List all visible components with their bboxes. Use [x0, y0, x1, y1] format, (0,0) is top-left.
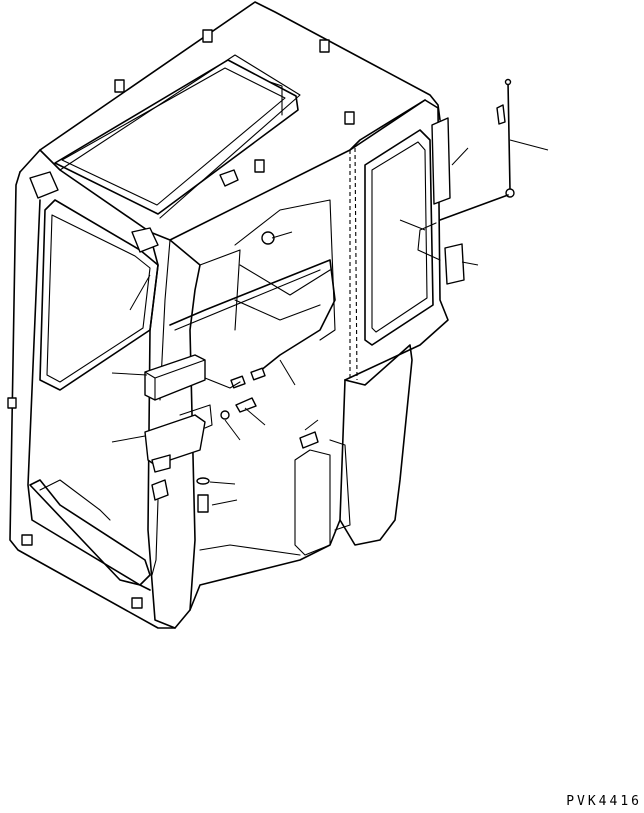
antenna: [417, 78, 515, 261]
callout-leaders: [111, 139, 549, 506]
wiring-harness: [144, 259, 336, 401]
door-items: [7, 117, 465, 609]
drawing-code: PVK4416: [566, 794, 642, 809]
bracket-hardware: [144, 397, 257, 576]
roof-studs: [29, 29, 355, 253]
cab-frame: [9, 1, 449, 629]
